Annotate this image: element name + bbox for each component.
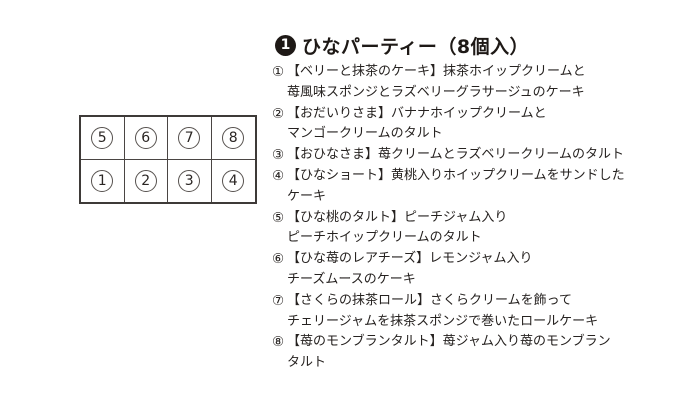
item-text-line: チェリージャムを抹茶スポンジで巻いたロールケーキ: [287, 313, 599, 329]
circled-number-4: 4: [222, 169, 245, 192]
item-marker: ①: [272, 64, 285, 80]
diagram-cell: 8: [211, 117, 255, 160]
item-list: ① 【ベリーと抹茶のケーキ】抹茶ホイップクリームと 苺風味スポンジとラズベリーグ…: [272, 62, 697, 374]
diagram-cell: 3: [168, 159, 212, 202]
box-position-diagram: 5 6 7 8 1 2 3 4: [79, 115, 257, 204]
list-item-6: ⑥ 【ひな苺のレアチーズ】レモンジャム入り チーズムースのケーキ: [272, 249, 697, 291]
item-text-line: 【ひなショート】黄桃入りホイップクリームをサンドした: [287, 167, 625, 183]
circled-number-6: 6: [134, 126, 157, 149]
list-item-8: ⑧ 【苺のモンブランタルト】苺ジャム入り苺のモンブラン タルト: [272, 332, 697, 374]
item-text-line: 【ひな苺のレアチーズ】レモンジャム入り: [287, 251, 533, 267]
list-item-1: ① 【ベリーと抹茶のケーキ】抹茶ホイップクリームと 苺風味スポンジとラズベリーグ…: [272, 62, 697, 104]
product-title-text: ひなパーティー（8個入）: [302, 35, 530, 58]
circled-number-7: 7: [178, 126, 201, 149]
item-text-line: 【おだいりさま】バナナホイップクリームと: [287, 105, 547, 121]
item-marker: ④: [272, 167, 285, 184]
circled-number-3: 3: [178, 169, 201, 192]
item-text-line: 苺風味スポンジとラズベリーグラサージュのケーキ: [287, 84, 585, 100]
diagram-cell: 1: [81, 159, 125, 202]
item-text-line: ピーチホイップクリームのタルト: [287, 230, 482, 246]
circled-number-1: 1: [91, 169, 114, 192]
item-text-line: チーズムースのケーキ: [287, 271, 416, 287]
product-title: 1 ひなパーティー（8個入）: [275, 33, 697, 58]
circled-number-2: 2: [134, 169, 157, 192]
item-marker: ⑥: [272, 251, 285, 268]
circled-number-8: 8: [222, 126, 245, 149]
diagram-cell: 7: [168, 117, 212, 160]
diagram-cell: 4: [212, 160, 256, 203]
item-marker: ③: [272, 147, 285, 164]
list-item-5: ⑤ 【ひな桃のタルト】ピーチジャム入り ピーチホイップクリームのタルト: [272, 208, 697, 250]
item-text-line: ケーキ: [287, 188, 327, 204]
diagram-cell: 5: [81, 117, 125, 160]
item-marker: ②: [272, 105, 285, 122]
item-marker: ⑤: [272, 209, 285, 226]
list-item-3: ③ 【おひなさま】苺クリームとラズベリークリームのタルト: [272, 145, 697, 166]
item-text-line: 【苺のモンブランタルト】苺ジャム入り苺のモンブラン: [287, 334, 611, 350]
list-item-2: ② 【おだいりさま】バナナホイップクリームと マンゴークリームのタルト: [272, 104, 697, 146]
item-text-line: タルト: [287, 355, 327, 371]
content-column: 1 ひなパーティー（8個入） ① 【ベリーと抹茶のケーキ】抹茶ホイップクリームと…: [272, 33, 697, 374]
diagram-cell: 6: [124, 117, 168, 160]
item-marker: ⑧: [272, 334, 285, 351]
number-badge-icon: 1: [275, 34, 296, 56]
item-text-line: マンゴークリームのタルト: [287, 126, 443, 142]
circled-number-5: 5: [91, 126, 114, 149]
list-item-4: ④ 【ひなショート】黄桃入りホイップクリームをサンドした ケーキ: [272, 166, 697, 208]
diagram-cell: 2: [125, 159, 168, 202]
item-marker: ⑦: [272, 292, 285, 309]
item-text-line: 【おひなさま】苺クリームとラズベリークリームのタルト: [287, 147, 624, 163]
item-text-line: 【さくらの抹茶ロール】さくらクリームを飾って: [287, 292, 572, 308]
list-item-7: ⑦ 【さくらの抹茶ロール】さくらクリームを飾って チェリージャムを抹茶スポンジで…: [272, 291, 697, 333]
item-text-line: 【ひな桃のタルト】ピーチジャム入り: [287, 209, 508, 225]
item-text-line: 【ベリーと抹茶のケーキ】抹茶ホイップクリームと: [287, 64, 586, 79]
